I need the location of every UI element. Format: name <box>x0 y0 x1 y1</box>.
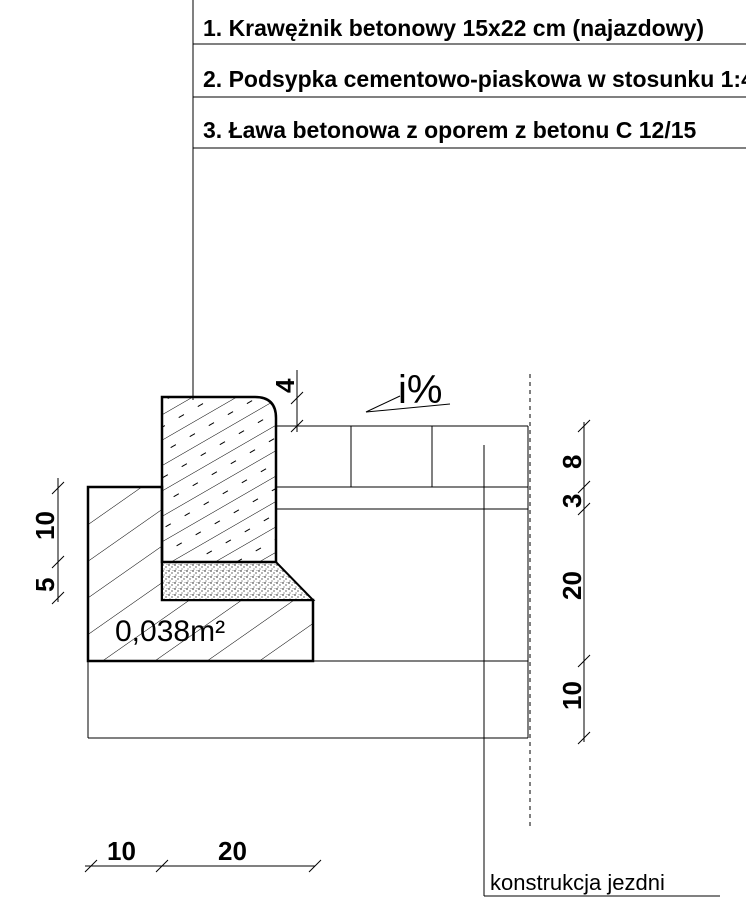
svg-text:3: 3 <box>557 494 587 508</box>
left-dimension: 10 5 <box>30 478 65 605</box>
svg-text:8: 8 <box>557 455 587 469</box>
legend-item-1: 1. Krawężnik betonowy 15x22 cm (najazdow… <box>203 15 704 41</box>
sand-cement-bedding <box>161 561 316 601</box>
svg-text:20: 20 <box>218 836 247 866</box>
svg-text:konstrukcja jezdni: konstrukcja jezdni <box>490 870 665 895</box>
top-dimension: 4 <box>270 370 304 433</box>
svg-text:10: 10 <box>30 511 60 540</box>
road-construction-label: konstrukcja jezdni <box>483 445 720 897</box>
svg-text:20: 20 <box>557 571 587 600</box>
svg-text:5: 5 <box>30 578 60 592</box>
svg-text:i%: i% <box>398 368 442 412</box>
slope-annotation: i% <box>365 368 451 413</box>
svg-text:10: 10 <box>557 681 587 710</box>
area-label: 0,038m² <box>115 615 225 648</box>
legend: 1. Krawężnik betonowy 15x22 cm (najazdow… <box>192 0 746 400</box>
svg-text:10: 10 <box>107 836 136 866</box>
svg-text:4: 4 <box>270 378 300 393</box>
bottom-dimension: 10 20 <box>84 836 322 873</box>
road-layers <box>87 374 531 830</box>
legend-item-3: 3. Ława betonowa z oporem z betonu C 12/… <box>203 117 697 143</box>
legend-item-2: 2. Podsypka cementowo-piaskowa w stosunk… <box>203 66 746 92</box>
right-dimension: 8 3 20 10 <box>557 419 591 745</box>
concrete-curb <box>160 395 278 564</box>
